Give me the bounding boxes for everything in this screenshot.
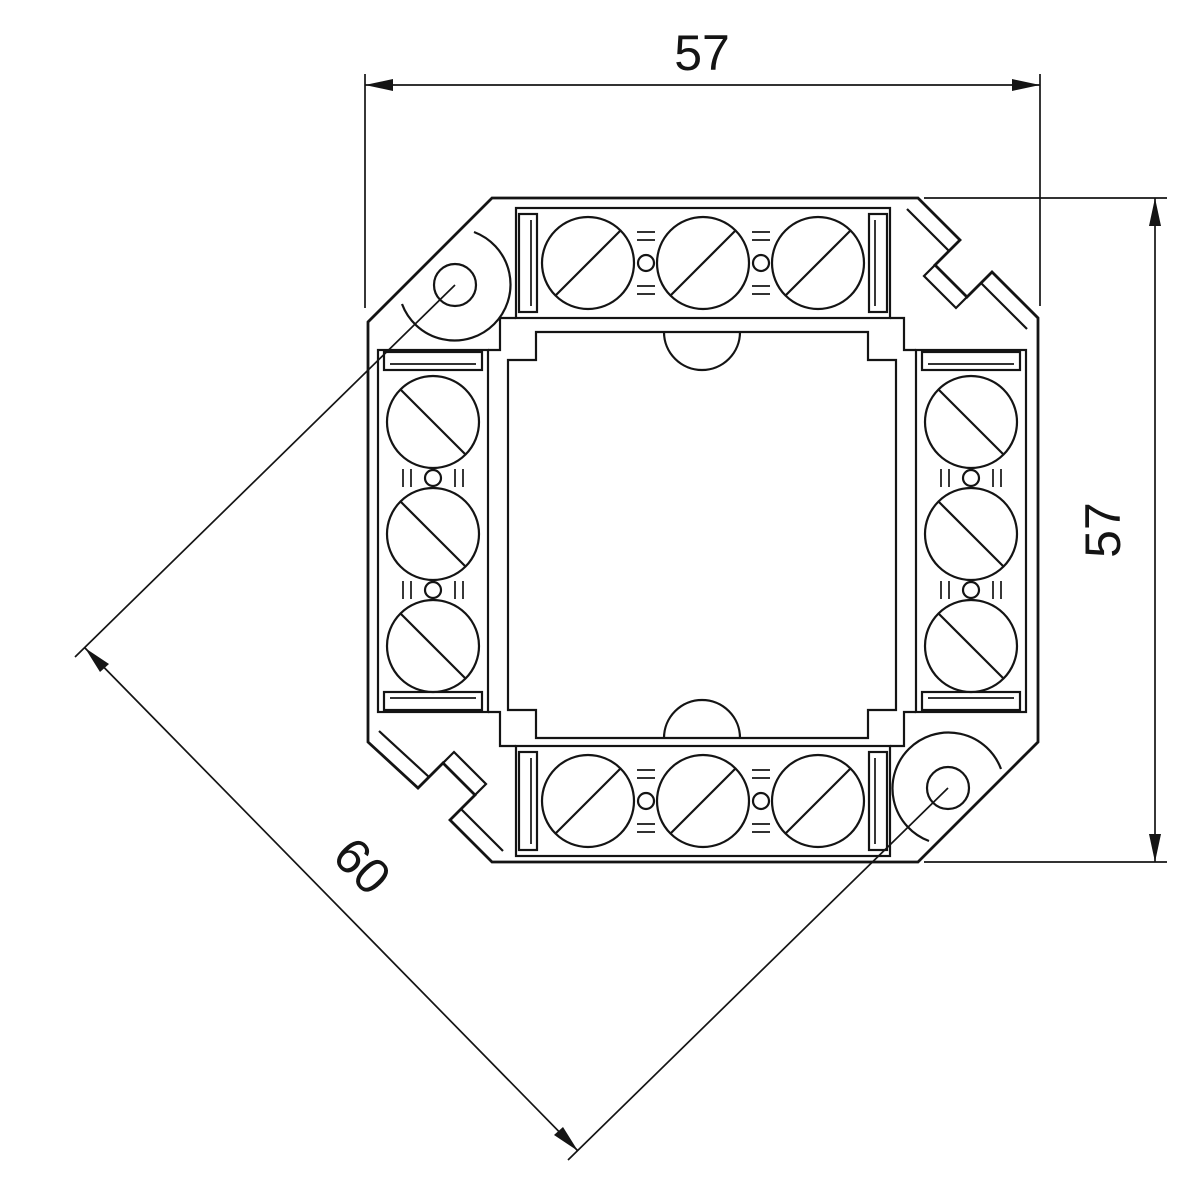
corner-notch-inner-contour-sw — [378, 730, 504, 852]
terminal-ball — [423, 468, 443, 488]
screw-slot — [670, 230, 736, 296]
thread-marks — [940, 469, 1002, 599]
corner-notch-inner-contour-ne — [906, 208, 1028, 330]
thread-marks — [637, 231, 770, 295]
mounting-boss-arc-nw — [400, 230, 512, 342]
dimension-text-height: 57 — [1075, 502, 1131, 558]
screw-slot — [400, 389, 466, 455]
clamp-bracket — [920, 350, 1022, 372]
dimension-arrowhead — [1149, 834, 1161, 862]
frame-corner-step-tr — [890, 316, 916, 352]
terminal-ball — [751, 791, 771, 811]
thread-marks — [637, 769, 770, 833]
mounting-boss-arc-se — [891, 731, 1003, 843]
dimension-height: 57 — [924, 197, 1167, 863]
clamp-bracket — [517, 212, 539, 314]
opening-outline — [506, 330, 898, 740]
terminal-ball — [961, 580, 981, 600]
screw-slot — [938, 613, 1004, 679]
screw-slot — [555, 768, 621, 834]
dimension-text-width: 57 — [674, 25, 730, 81]
terminal-strip-right — [914, 348, 1028, 714]
screw-slot — [400, 613, 466, 679]
terminal-ball — [636, 791, 656, 811]
dimension-width: 57 — [364, 25, 1041, 308]
opening-tab-top — [662, 331, 742, 372]
terminal-strip-left — [376, 348, 490, 714]
terminal-strip-top — [514, 206, 892, 320]
dimension-arrowhead — [1149, 198, 1161, 226]
terminal-ball — [423, 580, 443, 600]
dimension-arrowhead — [85, 648, 109, 672]
frame-corner-step-tl — [488, 316, 516, 352]
central-opening — [506, 330, 898, 740]
extension-line — [74, 284, 456, 658]
strip-body — [914, 348, 1028, 714]
strip-body — [514, 744, 892, 858]
terminal-strip-bottom — [514, 744, 892, 858]
clamp-bracket — [867, 750, 889, 852]
screw-slot — [670, 768, 736, 834]
dimension-line — [84, 647, 579, 1152]
screw-slot — [555, 230, 621, 296]
dimension-text-hole-spacing: 60 — [323, 827, 402, 906]
screw-slot — [938, 389, 1004, 455]
frame-corner-step-br — [890, 710, 916, 748]
opening-tab-bottom — [662, 698, 742, 739]
thread-marks — [402, 469, 464, 599]
clamp-bracket — [517, 750, 539, 852]
frame-corner-step-bl — [488, 710, 516, 748]
dimension-arrowhead — [554, 1127, 578, 1151]
extension-line — [567, 787, 949, 1161]
screw-slot — [785, 230, 851, 296]
screw-slot — [938, 501, 1004, 567]
screw-slot — [785, 768, 851, 834]
terminal-ball — [961, 468, 981, 488]
strip-body — [514, 206, 892, 320]
strip-body — [376, 348, 490, 714]
terminal-ball — [751, 253, 771, 273]
dimension-arrowhead — [1012, 79, 1040, 91]
clamp-bracket — [382, 350, 484, 372]
screw-slot — [400, 501, 466, 567]
clamp-bracket — [867, 212, 889, 314]
dimension-arrowhead — [365, 79, 393, 91]
terminal-ball — [636, 253, 656, 273]
